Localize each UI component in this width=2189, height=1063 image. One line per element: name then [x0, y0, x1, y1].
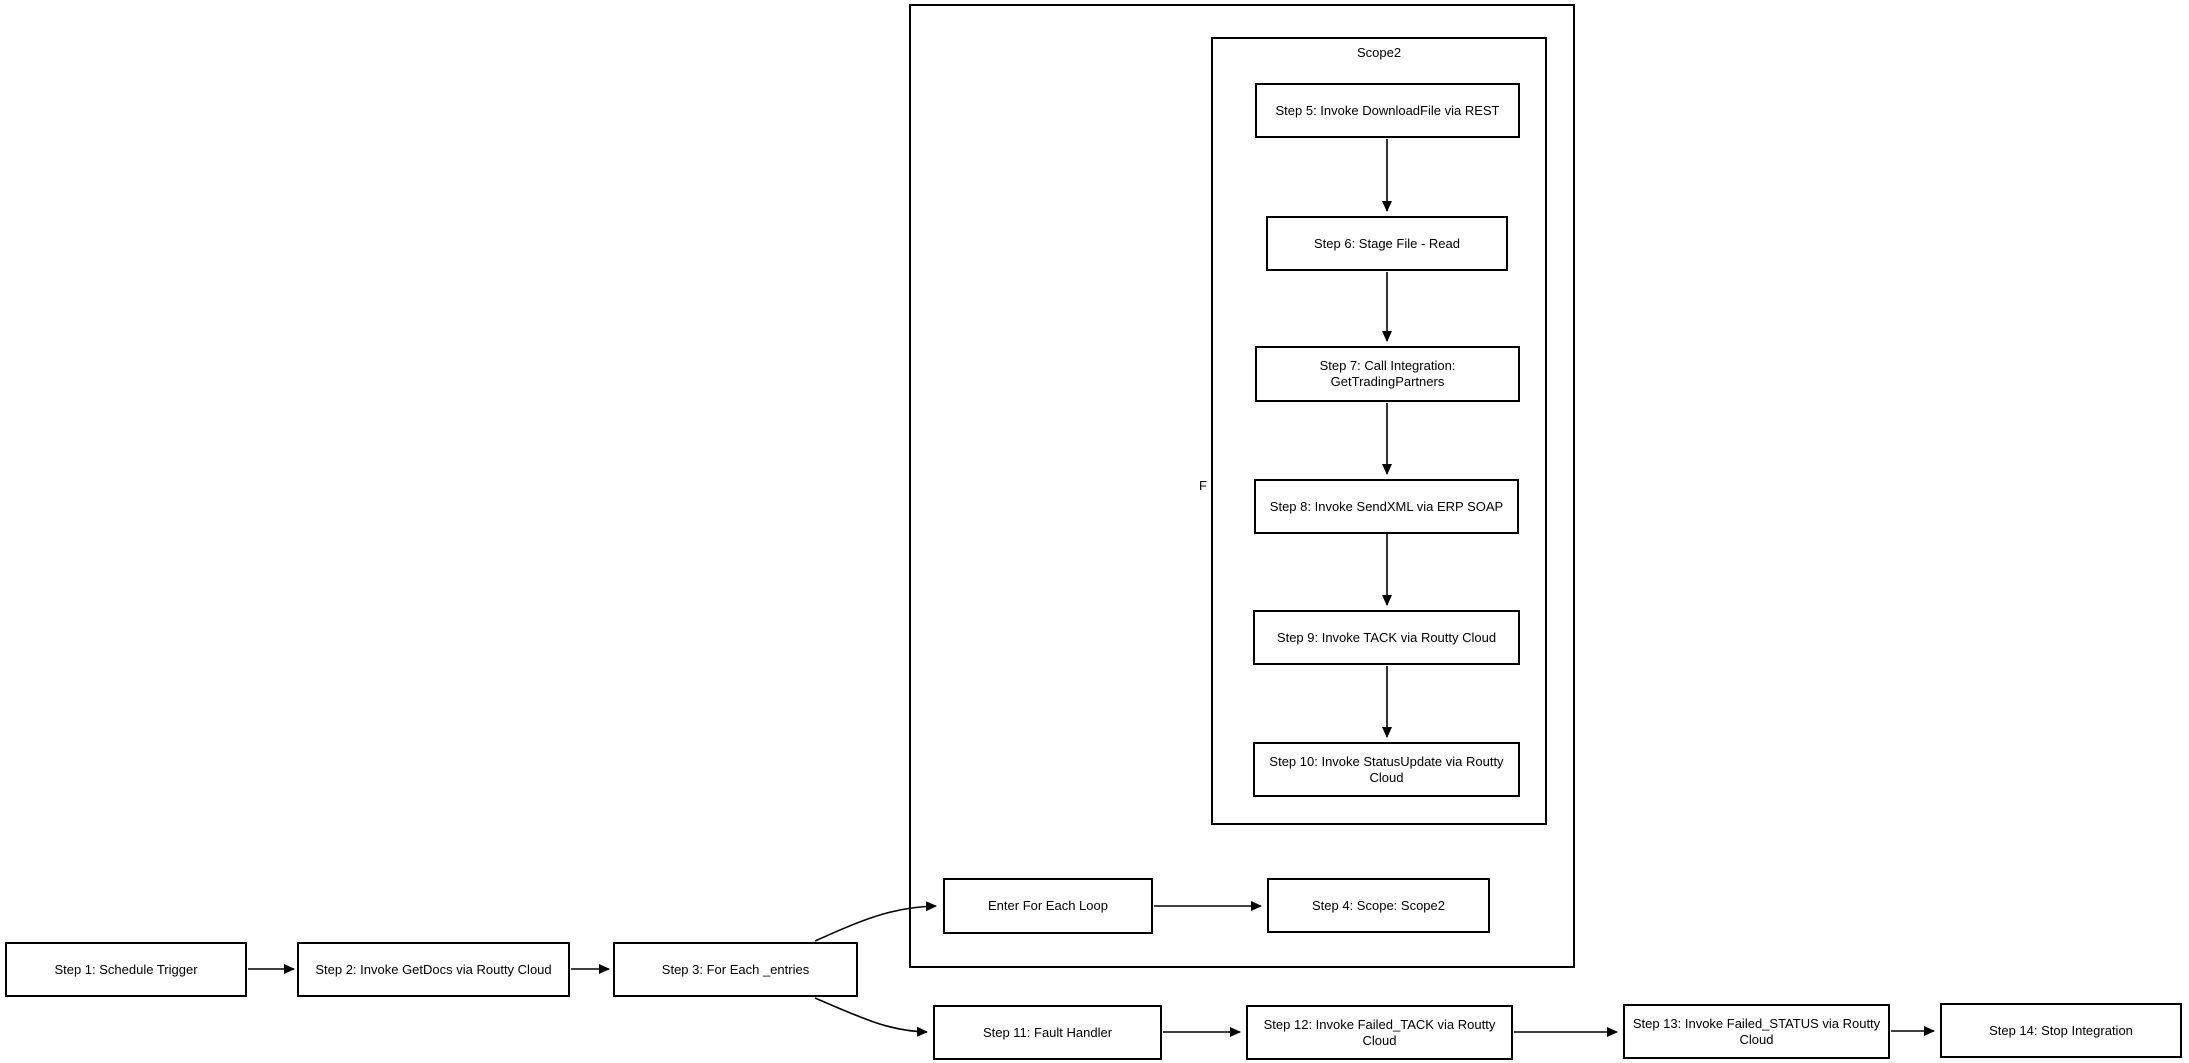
node-step-13-label: Step 13: Invoke Failed_STATUS via Routty…	[1632, 1015, 1881, 1047]
node-step-12-label: Step 12: Invoke Failed_TACK via Routty C…	[1263, 1016, 1496, 1048]
node-step-1-label: Step 1: Schedule Trigger	[54, 961, 198, 977]
node-step-10[interactable]: Step 10: Invoke StatusUpdate via Routty …	[1253, 742, 1520, 797]
node-step-2-label: Step 2: Invoke GetDocs via Routty Cloud	[315, 961, 552, 977]
node-step-8-label: Step 8: Invoke SendXML via ERP SOAP	[1269, 498, 1504, 514]
node-step-3-label: Step 3: For Each _entries	[661, 961, 810, 977]
scope2-container[interactable]	[1211, 37, 1547, 825]
foreach-scope-container[interactable]	[909, 4, 1575, 968]
node-step-10-label: Step 10: Invoke StatusUpdate via Routty …	[1269, 753, 1504, 785]
node-step-12[interactable]: Step 12: Invoke Failed_TACK via Routty C…	[1246, 1005, 1513, 1060]
node-step-14[interactable]: Step 14: Stop Integration	[1940, 1003, 2182, 1058]
node-step-9-label: Step 9: Invoke TACK via Routty Cloud	[1276, 629, 1497, 645]
node-step-6-label: Step 6: Stage File - Read	[1314, 235, 1460, 251]
node-enter-for-each-loop-label: Enter For Each Loop	[988, 898, 1108, 913]
node-step-3[interactable]: Step 3: For Each _entries	[613, 942, 858, 997]
node-step-5-label: Step 5: Invoke DownloadFile via REST	[1275, 102, 1500, 118]
node-enter-for-each-loop[interactable]: Enter For Each Loop	[943, 878, 1153, 934]
foreach-scope-label-fragment: F	[1199, 478, 1207, 493]
node-step-2[interactable]: Step 2: Invoke GetDocs via Routty Cloud	[297, 942, 570, 997]
node-step-8[interactable]: Step 8: Invoke SendXML via ERP SOAP	[1254, 479, 1519, 534]
node-step-11-label: Step 11: Fault Handler	[982, 1024, 1113, 1040]
node-step-11[interactable]: Step 11: Fault Handler	[933, 1005, 1162, 1060]
node-step-6[interactable]: Step 6: Stage File - Read	[1266, 216, 1508, 271]
node-step-14-label: Step 14: Stop Integration	[1989, 1022, 2133, 1038]
node-step-7-label: Step 7: Call Integration: GetTradingPart…	[1319, 358, 1456, 389]
node-step-4[interactable]: Step 4: Scope: Scope2	[1267, 878, 1490, 933]
node-step-13[interactable]: Step 13: Invoke Failed_STATUS via Routty…	[1623, 1004, 1890, 1059]
node-step-4-label: Step 4: Scope: Scope2	[1312, 897, 1445, 913]
node-step-7[interactable]: Step 7: Call Integration: GetTradingPart…	[1255, 346, 1520, 402]
scope2-label: Scope2	[1356, 45, 1402, 60]
edge-step3-step11	[814, 997, 928, 1037]
node-step-5[interactable]: Step 5: Invoke DownloadFile via REST	[1255, 83, 1520, 138]
node-step-1[interactable]: Step 1: Schedule Trigger	[5, 942, 247, 997]
node-step-9[interactable]: Step 9: Invoke TACK via Routty Cloud	[1253, 610, 1520, 665]
